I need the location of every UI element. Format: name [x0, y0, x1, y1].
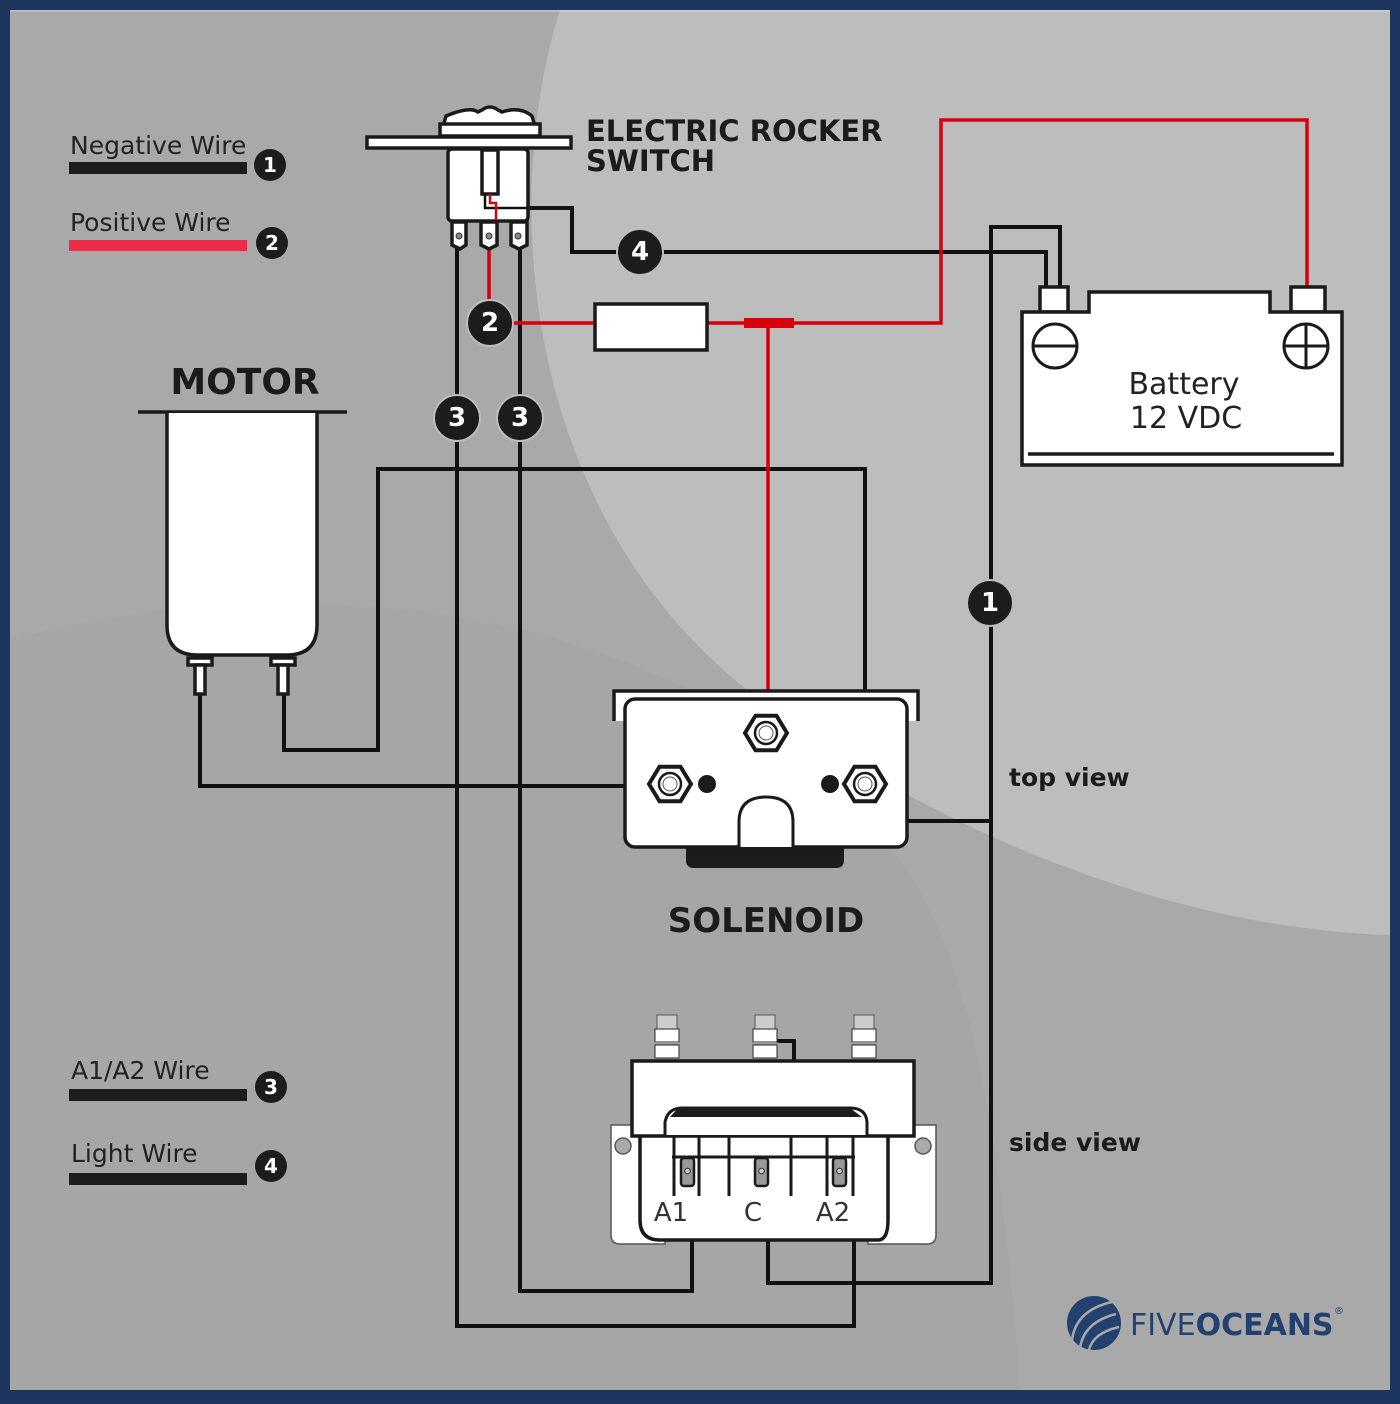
badge-positive-wire: 2 [466, 299, 514, 347]
motor-body [165, 413, 319, 657]
motor-terminal-right [276, 663, 290, 696]
legend-swatch [69, 162, 247, 174]
background-swoosh-light [531, 10, 1390, 935]
wire-motor-left [198, 694, 655, 788]
terminal-label-a1: A1 [654, 1198, 688, 1228]
wire-motor-right [282, 467, 867, 770]
motor-terminal-left [193, 663, 207, 696]
motor: MOTOR [138, 362, 347, 696]
legend-item-positive: Positive Wire 2 [69, 208, 288, 259]
svg-text:1: 1 [263, 153, 277, 177]
side-terminal-lug-a2 [831, 1156, 848, 1188]
switch-bezel [438, 122, 542, 138]
mount-hole-left [698, 775, 716, 793]
side-terminal-lug-c [753, 1156, 770, 1188]
brand-bold: OCEANS [1196, 1308, 1334, 1343]
terminal-label-c: C [744, 1198, 762, 1228]
svg-text:2: 2 [265, 231, 279, 255]
svg-text:1: 1 [981, 588, 999, 618]
terminal-stud-a2 [851, 1014, 877, 1059]
fiveoceans-logo: FIVEOCEANS ® [1067, 1296, 1344, 1351]
svg-text:3: 3 [264, 1075, 278, 1099]
battery-neg-post [1038, 285, 1070, 314]
solenoid-title: SOLENOID [668, 901, 865, 941]
battery-voltage: 12 VDC [1130, 401, 1242, 436]
legend-label: Light Wire [71, 1139, 198, 1168]
legend-label: Negative Wire [70, 131, 246, 160]
switch-title-line1: ELECTRIC ROCKER [586, 114, 883, 148]
legend-badge: 4 [255, 1150, 287, 1182]
battery-pos-post [1289, 285, 1327, 314]
side-terminal-lug-a1 [679, 1156, 696, 1188]
legend-item-light: Light Wire 4 [69, 1139, 287, 1185]
wire-positive-fuse-battery [707, 118, 1309, 325]
wire-negative [766, 225, 1062, 1285]
switch-title-line2: SWITCH [586, 144, 715, 178]
legend-badge: 1 [254, 149, 286, 181]
side-view-label: side view [1009, 1128, 1141, 1157]
nut-top-icon [742, 713, 790, 753]
legend-item-a1a2: A1/A2 Wire 3 [69, 1056, 287, 1103]
svg-text:2: 2 [481, 308, 499, 338]
nut-right-icon [841, 764, 889, 804]
inline-fuse [593, 302, 709, 352]
wire-light [490, 206, 1048, 290]
legend-badge: 2 [256, 227, 288, 259]
solenoid-top-view: SOLENOID top view [612, 689, 1130, 941]
switch-actuator [480, 148, 500, 196]
brand-name: FIVEOCEANS [1130, 1308, 1334, 1343]
switch-internal-black [483, 194, 528, 210]
battery: Battery 12 VDC [1020, 285, 1344, 467]
battery-body [1020, 290, 1344, 467]
badge-negative-wire: 1 [966, 579, 1014, 627]
legend-item-negative: Negative Wire 1 [69, 131, 286, 181]
solenoid-bottom-tab [737, 795, 795, 847]
legend-label: A1/A2 Wire [71, 1056, 210, 1085]
bracket-hole-right [914, 1137, 932, 1155]
legend: Negative Wire 1 Positive Wire 2 A1/A2 Wi… [69, 131, 288, 1185]
terminal-label-a2: A2 [816, 1198, 850, 1228]
rocker-switch: ELECTRIC ROCKER SWITCH [365, 105, 883, 252]
switch-panel [365, 135, 573, 150]
terminal-stud-c [752, 1014, 778, 1059]
top-view-label: top view [1009, 763, 1130, 792]
nut-left-icon [646, 764, 694, 804]
side-coil-band-top [670, 1108, 862, 1117]
svg-text:3: 3 [448, 403, 466, 433]
bracket-hole-left [614, 1137, 632, 1155]
svg-text:4: 4 [631, 237, 649, 267]
wire-splice [744, 318, 794, 328]
wave-logo-icon [1067, 1296, 1121, 1351]
brand-registered-mark: ® [1334, 1306, 1344, 1317]
svg-text:4: 4 [264, 1154, 278, 1178]
legend-swatch [69, 1173, 247, 1185]
badge-a2-wire: 3 [433, 394, 481, 442]
mount-hole-right [821, 775, 839, 793]
terminal-stud-a1 [654, 1014, 680, 1059]
legend-badge: 3 [255, 1071, 287, 1103]
legend-swatch [69, 240, 247, 251]
solenoid-side-view: A1 C A2 side view [610, 1014, 1141, 1245]
legend-label: Positive Wire [70, 208, 231, 237]
badge-a1-wire: 3 [496, 394, 544, 442]
plus-icon [1282, 322, 1330, 370]
motor-title: MOTOR [170, 362, 319, 403]
legend-swatch [69, 1089, 247, 1101]
battery-label: Battery [1128, 367, 1239, 402]
badge-light-wire: 4 [616, 228, 664, 276]
svg-text:3: 3 [511, 403, 529, 433]
brand-light: FIVE [1130, 1308, 1196, 1343]
switch-terminals [450, 220, 529, 252]
minus-icon [1031, 322, 1079, 370]
